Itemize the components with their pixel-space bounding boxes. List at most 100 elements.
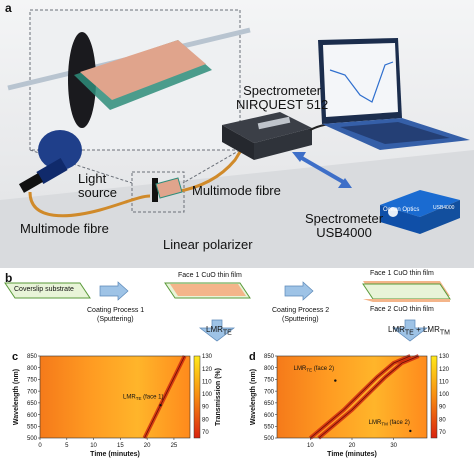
x-tick-label: 0 [38, 443, 42, 449]
y-tick-label: 850 [27, 354, 38, 360]
lmr-te-main: LMR [206, 325, 223, 334]
annotation-lmr-tm-face2: LMRTM (face 2) [369, 420, 410, 427]
x-tick-label: 25 [171, 443, 178, 449]
sample-film [80, 40, 206, 100]
y-tick-label: 650 [264, 401, 275, 407]
label-lmr-te: LMRTE [206, 325, 232, 338]
y-axis-label: Wavelength (nm) [13, 369, 20, 425]
panel-letter-a: a [5, 1, 12, 15]
label-coating-1-line2: (Sputtering) [97, 316, 134, 323]
label-coverslip-substrate: Coverslip substrate [14, 286, 74, 293]
y-tick-label: 600 [27, 413, 38, 419]
light-source-body [38, 130, 82, 170]
y-tick-label: 750 [27, 378, 38, 384]
double-arrow [292, 152, 352, 188]
x-axis-label: Time (minutes) [327, 451, 377, 458]
resonance-trace-1 [144, 355, 186, 439]
panel-letter-c: c [12, 351, 18, 363]
x-axis-label: Time (minutes) [90, 451, 140, 458]
colorbar-tick-label: 110 [202, 379, 212, 385]
label-multimode-fibre-left: Multimode fibre [20, 221, 109, 236]
inset-frame [29, 9, 241, 151]
label-coating-2-line2: (Sputtering) [282, 316, 319, 323]
y-axis-label: Wavelength (nm) [250, 369, 257, 425]
double-arrow-head-left [292, 152, 306, 162]
colorbar-tick-label: 120 [202, 367, 213, 373]
sample-small [155, 177, 183, 199]
resonance-trace-1 [310, 355, 411, 439]
coating-schematic [4, 281, 451, 342]
resonance-trace-2 [318, 355, 419, 439]
y-tick-label: 650 [27, 401, 38, 407]
y-tick-label: 700 [264, 389, 275, 395]
lmr-te-sub: TE [222, 329, 232, 337]
x-tick-label: 20 [144, 443, 151, 449]
coverslip-substrate [4, 282, 91, 299]
double-arrow-head-right [338, 178, 352, 188]
annotation-lmr-te-face2: LMRTE (face 2) [294, 366, 334, 373]
y-tick-label: 750 [264, 378, 275, 384]
polarizer-highlight-box [131, 171, 185, 213]
annotation-pointer [159, 404, 162, 407]
colorbar [430, 355, 438, 439]
usb4000-front [420, 200, 460, 234]
usb4000-model-text: USB4000 [433, 205, 455, 211]
plot-frame [39, 355, 191, 439]
colorbar-tick-label: 80 [202, 417, 209, 423]
colorbar-tick-label: 130 [202, 354, 213, 360]
panel-a-setup-illustration: a Spectrometer NIRQUEST 512 Light source… [0, 0, 474, 268]
label-multimode-fibre-right: Multimode fibre [192, 183, 281, 198]
lmr-sum-main1: LMR [388, 325, 405, 334]
usb4000-top [380, 190, 460, 217]
setup-illustration [0, 9, 474, 268]
y-tick-label: 700 [27, 389, 38, 395]
laptop [318, 38, 470, 150]
colorbar-tick-label: 70 [202, 430, 209, 436]
label-lmr-sum: LMRTE + LMRTM [388, 325, 450, 338]
y-tick-label: 800 [27, 366, 38, 372]
x-tick-label: 15 [117, 443, 124, 449]
fibre-left [28, 191, 151, 218]
floor [0, 150, 474, 268]
heatmap-field [40, 356, 190, 438]
colorbar-label: Transmission (%) [215, 368, 222, 426]
x-tick-label: 5 [65, 443, 69, 449]
panel-letter-b: b [5, 271, 13, 285]
magnify-line-right [182, 149, 241, 184]
annotation-pointer-2 [409, 429, 412, 433]
label-coating-1-line1: Coating Process 1 [87, 307, 145, 314]
panel-b-coating-process: b Coverslip substrate Coating Process 1 … [0, 268, 474, 474]
light-source [18, 130, 82, 193]
laptop-keyboard [340, 122, 450, 144]
label-coating-2-line1: Coating Process 2 [272, 307, 330, 314]
label-light-source: Light source [78, 171, 118, 200]
cuo-film-face1 [170, 284, 246, 296]
nirquest-label-plate [257, 116, 291, 130]
usb4000-brand-text: Ocean Optics [383, 207, 420, 213]
colorbar-tick-label: 120 [439, 367, 450, 373]
y-tick-label: 500 [264, 436, 275, 442]
colorbar-tick-label: 70 [439, 430, 446, 436]
x-tick-label: 10 [90, 443, 97, 449]
y-tick-label: 550 [264, 424, 275, 430]
laptop-screen-spectrum [329, 61, 394, 103]
light-source-nozzle [36, 157, 68, 185]
colorbar [193, 355, 201, 439]
label-face2-film: Face 2 CuO thin film [370, 306, 434, 313]
light-source-connector [18, 173, 44, 193]
label-face1-film-b: Face 1 CuO thin film [370, 270, 434, 277]
usb4000-device [380, 190, 460, 234]
x-tick-label: 10 [307, 443, 314, 449]
laptop-screen [323, 43, 398, 117]
cuo-film-face2-bottom [363, 299, 450, 302]
y-tick-label: 550 [27, 424, 38, 430]
label-spectrometer-usb4000: Spectrometer USB4000 [305, 211, 384, 240]
down-arrow-1 [198, 319, 236, 342]
ocean-optics-logo-icon [388, 207, 398, 217]
x-tick-label: 30 [390, 443, 397, 449]
colorbar-tick-label: 90 [202, 405, 209, 411]
process-arrow-2 [284, 281, 314, 301]
down-arrow-2 [391, 319, 429, 342]
